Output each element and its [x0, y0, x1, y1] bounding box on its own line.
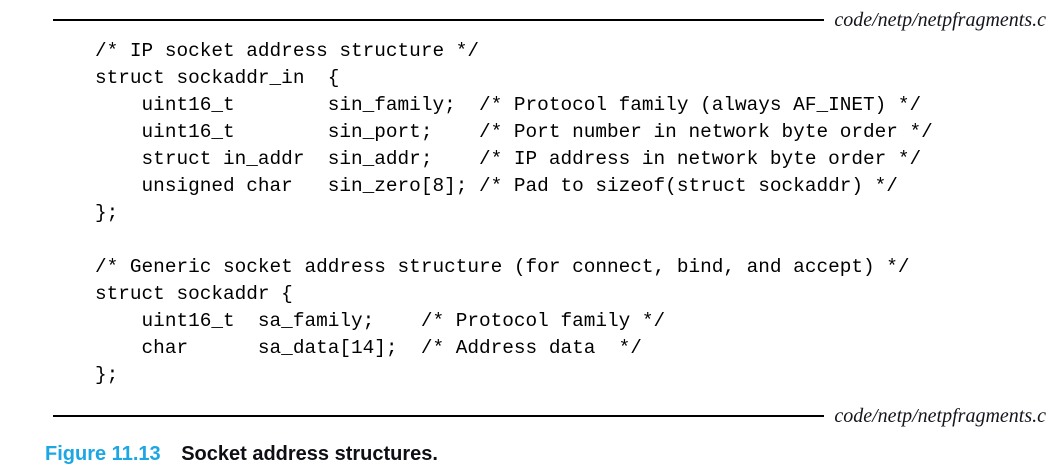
source-file-label-top: code/netp/netpfragments.c — [834, 9, 1046, 31]
code-line: uint16_t sin_port; /* Port number in net… — [95, 121, 933, 143]
code-line: struct in_addr sin_addr; /* IP address i… — [95, 148, 922, 170]
top-rule — [53, 19, 825, 21]
source-file-label-bottom: code/netp/netpfragments.c — [834, 405, 1046, 427]
code-line: }; — [95, 364, 119, 386]
figure-caption-text: Socket address structures. — [181, 443, 438, 465]
code-line: struct sockaddr { — [95, 283, 293, 305]
code-line — [95, 227, 933, 254]
code-line: /* IP socket address structure */ — [95, 40, 479, 62]
figure-caption: Figure 11.13 Socket address structures. — [45, 442, 438, 466]
code-line: struct sockaddr_in { — [95, 67, 340, 89]
code-line: unsigned char sin_zero[8]; /* Pad to siz… — [95, 175, 898, 197]
code-line: uint16_t sin_family; /* Protocol family … — [95, 94, 922, 116]
source-footer-row: code/netp/netpfragments.c — [53, 404, 1046, 428]
code-line: char sa_data[14]; /* Address data */ — [95, 337, 642, 359]
source-header-row: code/netp/netpfragments.c — [53, 8, 1046, 32]
code-line: uint16_t sa_family; /* Protocol family *… — [95, 310, 666, 332]
code-listing: /* IP socket address structure */ struct… — [95, 38, 933, 389]
figure-number-label: Figure 11.13 — [45, 443, 161, 465]
bottom-rule — [53, 415, 825, 417]
code-line: /* Generic socket address structure (for… — [95, 256, 910, 278]
code-line: }; — [95, 202, 119, 224]
